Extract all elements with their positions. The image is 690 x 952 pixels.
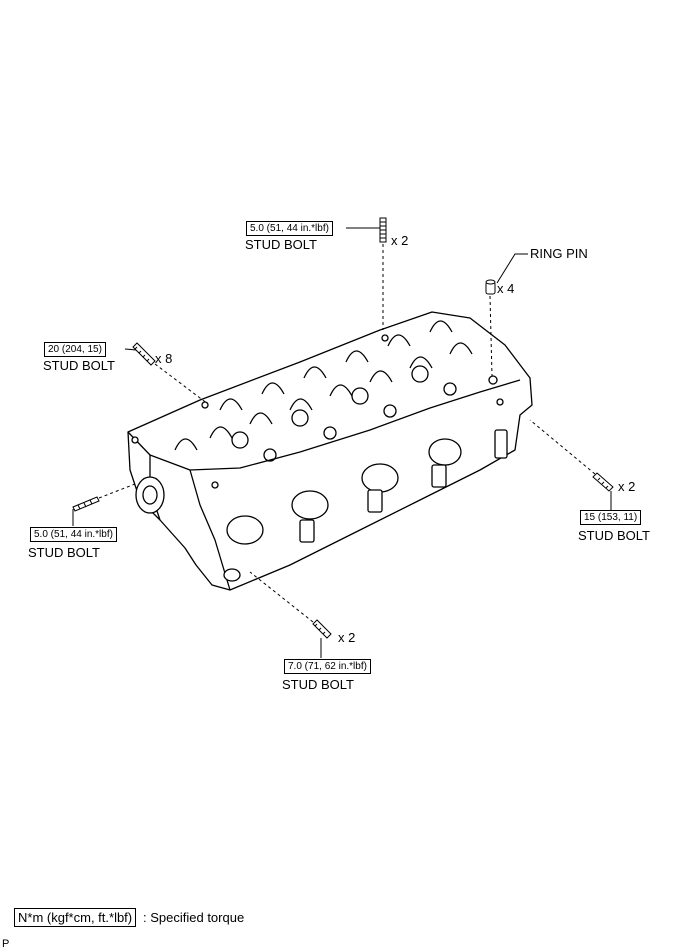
legend-description: : Specified torque: [143, 910, 245, 925]
qty-bottom-stud: x 2: [338, 630, 356, 645]
legend-unit-box: N*m (kgf*cm, ft.*lbf): [14, 908, 137, 927]
stud-top: [379, 217, 387, 243]
torque-box-top-stud: 5.0 (51, 44 in.*lbf): [246, 221, 333, 236]
label-top-stud: STUD BOLT: [245, 237, 317, 252]
torque-box-left-upper-stud: 20 (204, 15): [44, 342, 106, 357]
torque-box-right-stud: 15 (153, 11): [580, 510, 642, 525]
stud-right: [592, 472, 614, 492]
stud-left-lower: [72, 496, 100, 512]
label-bottom-stud: STUD BOLT: [282, 677, 354, 692]
label-ring-pin: RING PIN: [530, 246, 588, 261]
solid-leaders: [72, 227, 612, 658]
stud-bottom: [312, 619, 332, 639]
dashed-leaders: [98, 244, 596, 623]
torque-box-left-lower-stud: 5.0 (51, 44 in.*lbf): [30, 527, 117, 542]
label-right-stud: STUD BOLT: [578, 528, 650, 543]
stud-left-upper: [132, 342, 156, 366]
cylinder-head: [127, 311, 533, 591]
label-left-lower-stud: STUD BOLT: [28, 545, 100, 560]
qty-right-stud: x 2: [618, 479, 636, 494]
ring-pin: [485, 279, 496, 295]
label-left-upper-stud: STUD BOLT: [43, 358, 115, 373]
torque-box-bottom-stud: 7.0 (71, 62 in.*lbf): [284, 659, 371, 674]
corner-mark: P: [2, 938, 10, 950]
qty-left-upper-stud: x 8: [155, 351, 173, 366]
qty-top-stud: x 2: [391, 233, 409, 248]
qty-ring-pin: x 4: [497, 281, 515, 296]
